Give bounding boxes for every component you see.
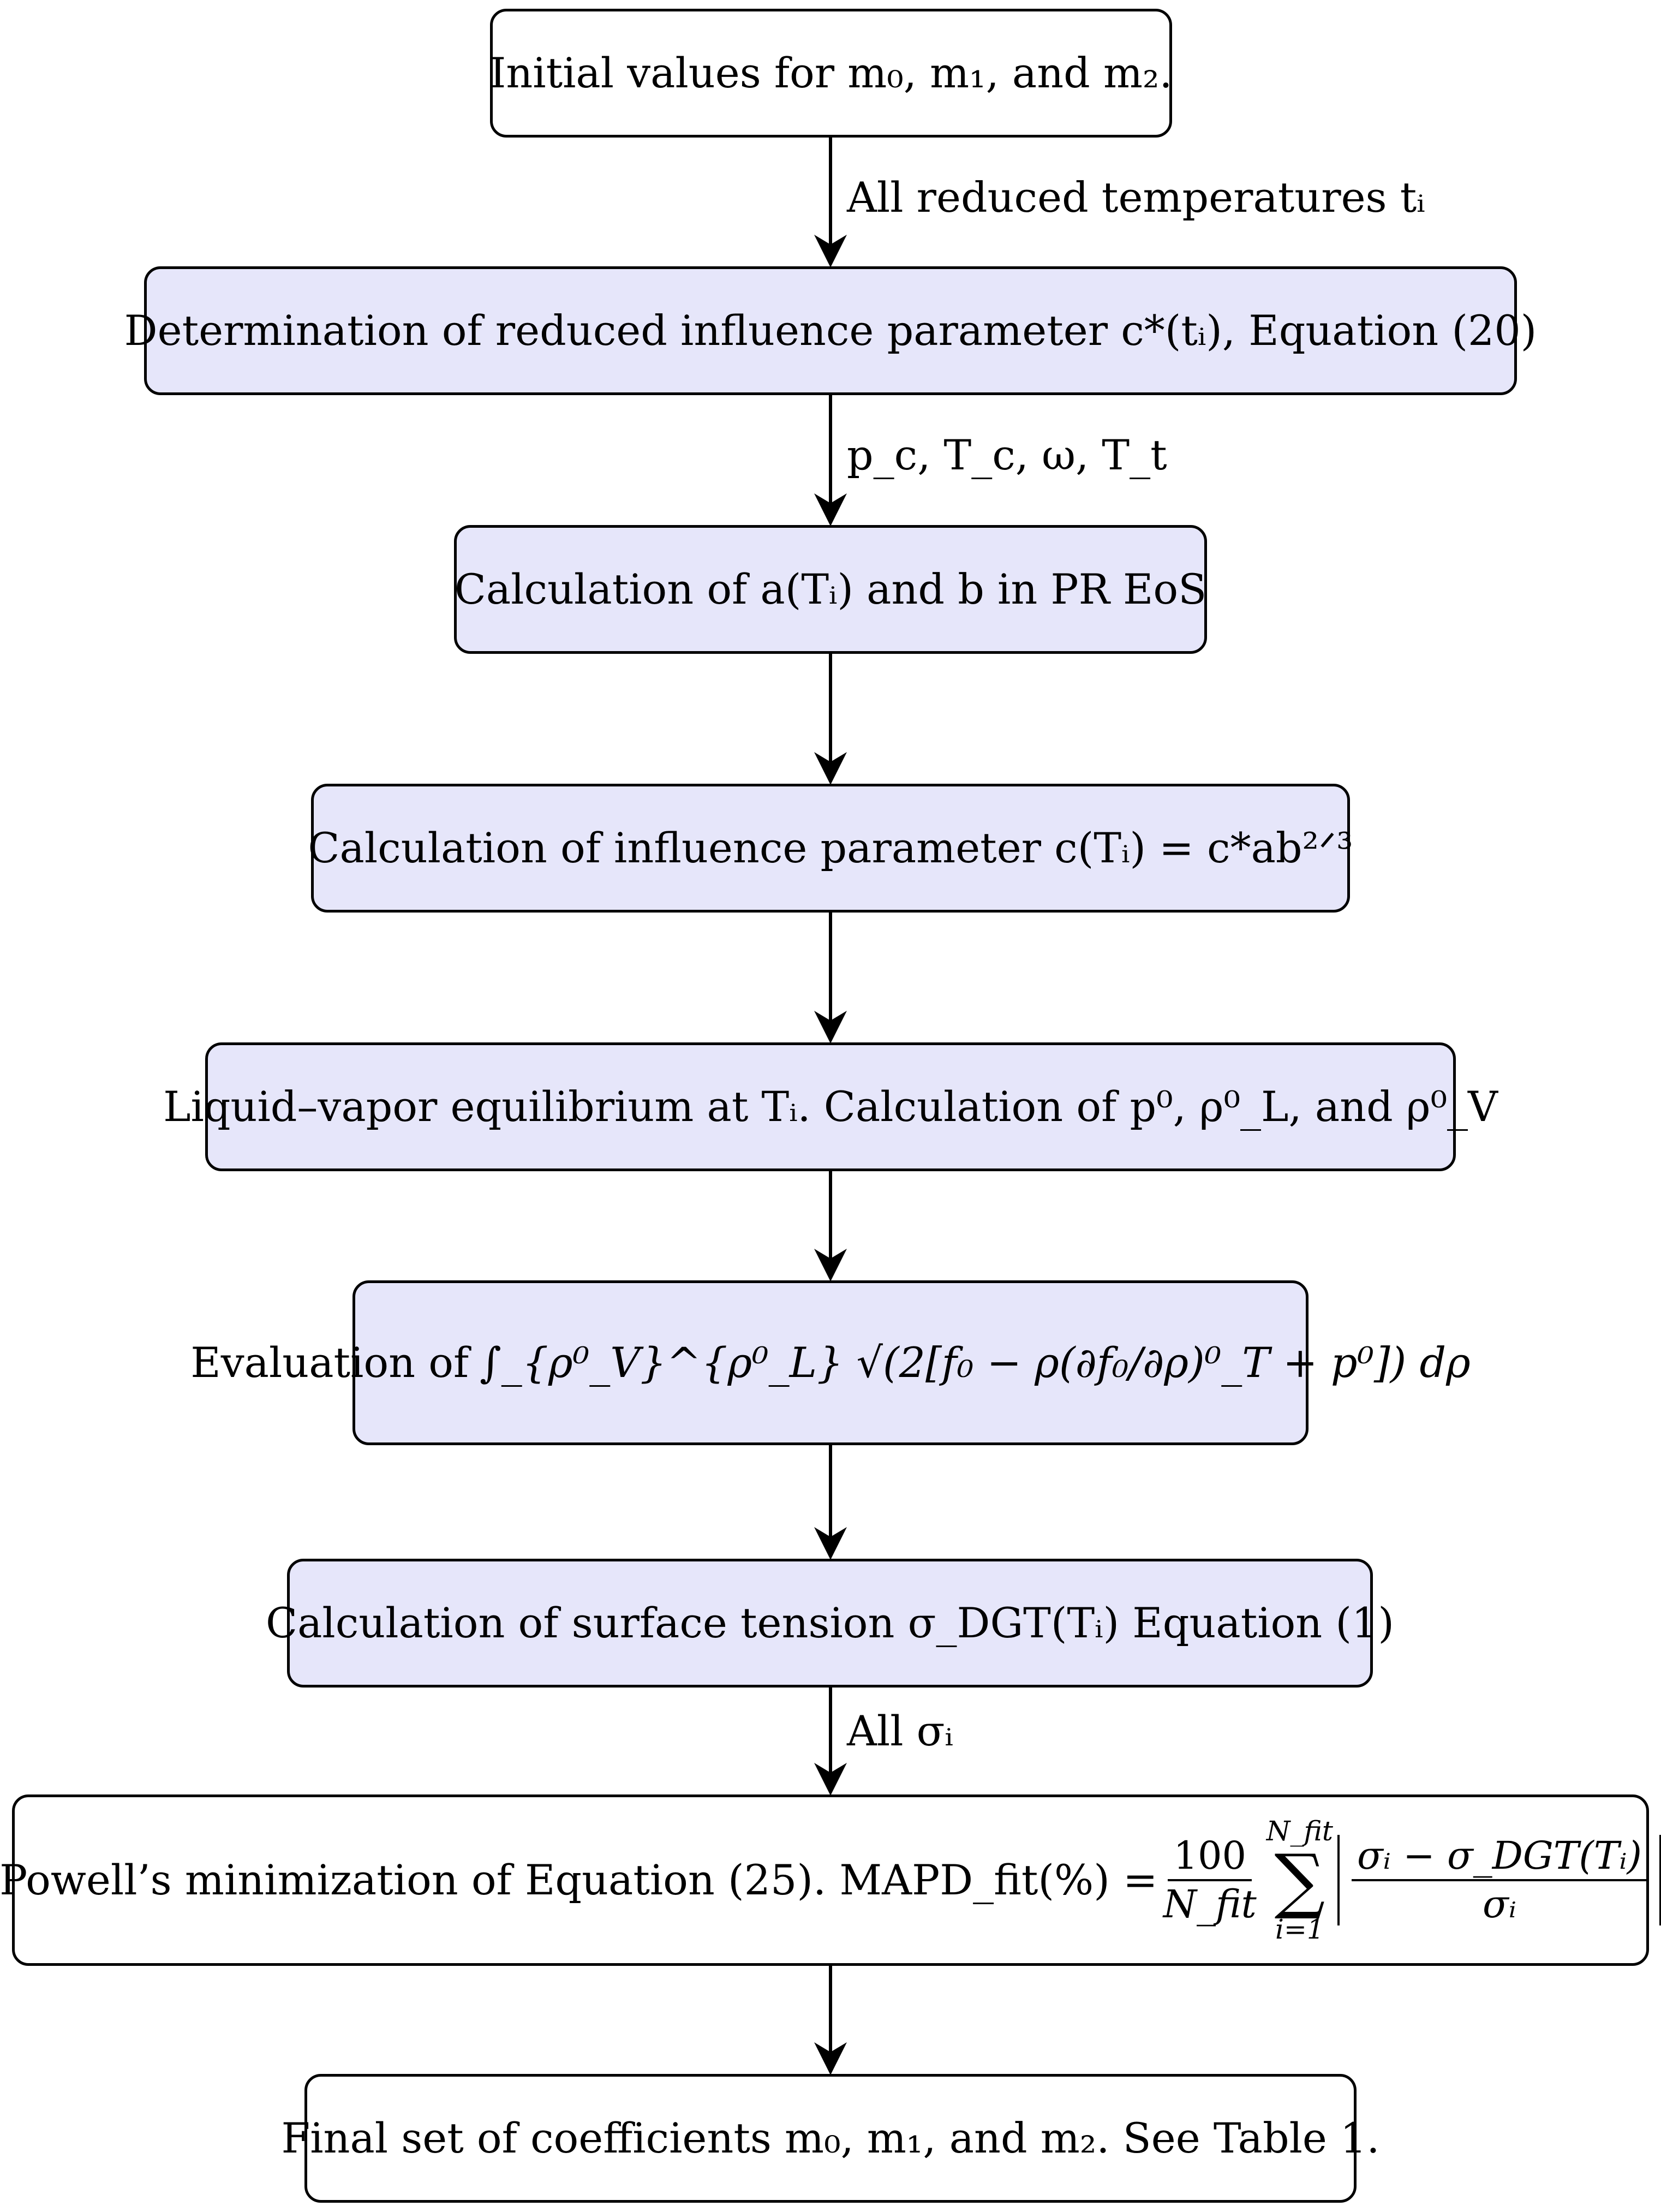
- node-pr-eos: Calculation of a(Tᵢ) and b in PR EoS: [454, 525, 1207, 654]
- powell-formula: Powell’s minimization of Equation (25). …: [0, 1817, 1661, 1943]
- edge-label-critical-properties: p_c, T_c, ω, T_t: [847, 431, 1167, 479]
- node-powell-minimization: Powell’s minimization of Equation (25). …: [0, 1794, 1661, 1966]
- node-initial-values-text: Initial values for m₀, m₁, and m₂.: [489, 49, 1173, 98]
- node-integral-evaluation: Evaluation of ∫_{ρ⁰_V}^{ρ⁰_L} √(2[f₀ − ρ…: [190, 1280, 1471, 1445]
- node-surface-tension-text: Calculation of surface tension σ_DGT(Tᵢ)…: [265, 1599, 1395, 1648]
- node-reduced-influence-parameter-text: Determination of reduced influence param…: [124, 306, 1537, 355]
- fraction-100-over-nfit: 100 N_fit: [1163, 1833, 1257, 1927]
- node-liquid-vapor-equilibrium: Liquid–vapor equilibrium at Tᵢ. Calculat…: [163, 1042, 1498, 1171]
- summation-sign: N_fit ∑ i=1: [1266, 1815, 1333, 1945]
- node-reduced-influence-parameter: Determination of reduced influence param…: [124, 266, 1537, 395]
- node-final-coefficients-text: Final set of coefficients m₀, m₁, and m₂…: [281, 2114, 1380, 2163]
- node-initial-values: Initial values for m₀, m₁, and m₂.: [489, 9, 1173, 138]
- node-liquid-vapor-equilibrium-text: Liquid–vapor equilibrium at Tᵢ. Calculat…: [163, 1082, 1498, 1131]
- node-surface-tension: Calculation of surface tension σ_DGT(Tᵢ)…: [266, 1559, 1394, 1688]
- node-final-coefficients: Final set of coefficients m₀, m₁, and m₂…: [281, 2074, 1380, 2203]
- node-pr-eos-text: Calculation of a(Tᵢ) and b in PR EoS: [454, 565, 1207, 614]
- node-integral-evaluation-text: Evaluation of: [190, 1338, 469, 1387]
- node-influence-parameter: Calculation of influence parameter c(Tᵢ)…: [308, 784, 1353, 913]
- integral-formula: ∫_{ρ⁰_V}^{ρ⁰_L} √(2[f₀ − ρ(∂f₀/∂ρ)⁰_T + …: [480, 1338, 1471, 1387]
- absolute-value: σᵢ − σ_DGT(Tᵢ) σᵢ: [1337, 1835, 1661, 1925]
- relative-deviation-fraction: σᵢ − σ_DGT(Tᵢ) σᵢ: [1352, 1835, 1647, 1925]
- edge-label-all-sigma: All σᵢ: [847, 1707, 953, 1755]
- edge-label-reduced-temperatures: All reduced temperatures tᵢ: [847, 173, 1425, 222]
- node-powell-minimization-text: Powell’s minimization of Equation (25). …: [0, 1856, 1158, 1905]
- node-influence-parameter-text: Calculation of influence parameter c(Tᵢ)…: [308, 824, 1353, 873]
